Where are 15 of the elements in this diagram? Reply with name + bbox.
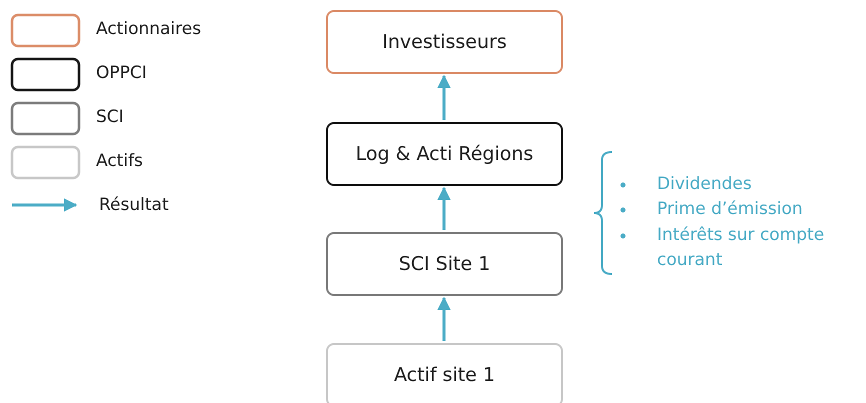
company-box: SCI Site 1 [326,232,563,296]
list-item: Intérêts sur compte courant [657,224,826,272]
list-item: Prime d’émission [657,198,804,221]
legend-text: SCI [96,107,124,127]
fund-box: Log & Acti Régions [326,122,563,186]
asset-box: Actif site 1 [326,343,563,403]
arrow [437,74,451,120]
arrow [437,296,451,341]
legend-text: Résultat [99,195,169,215]
list-item: Dividendes [657,173,753,196]
legend-text: Actifs [96,151,143,171]
legend-text: Actionnaires [96,19,202,39]
arrow [437,186,451,230]
legend-text: OPPCI [96,63,147,83]
investor-box: Investisseurs [326,10,563,74]
